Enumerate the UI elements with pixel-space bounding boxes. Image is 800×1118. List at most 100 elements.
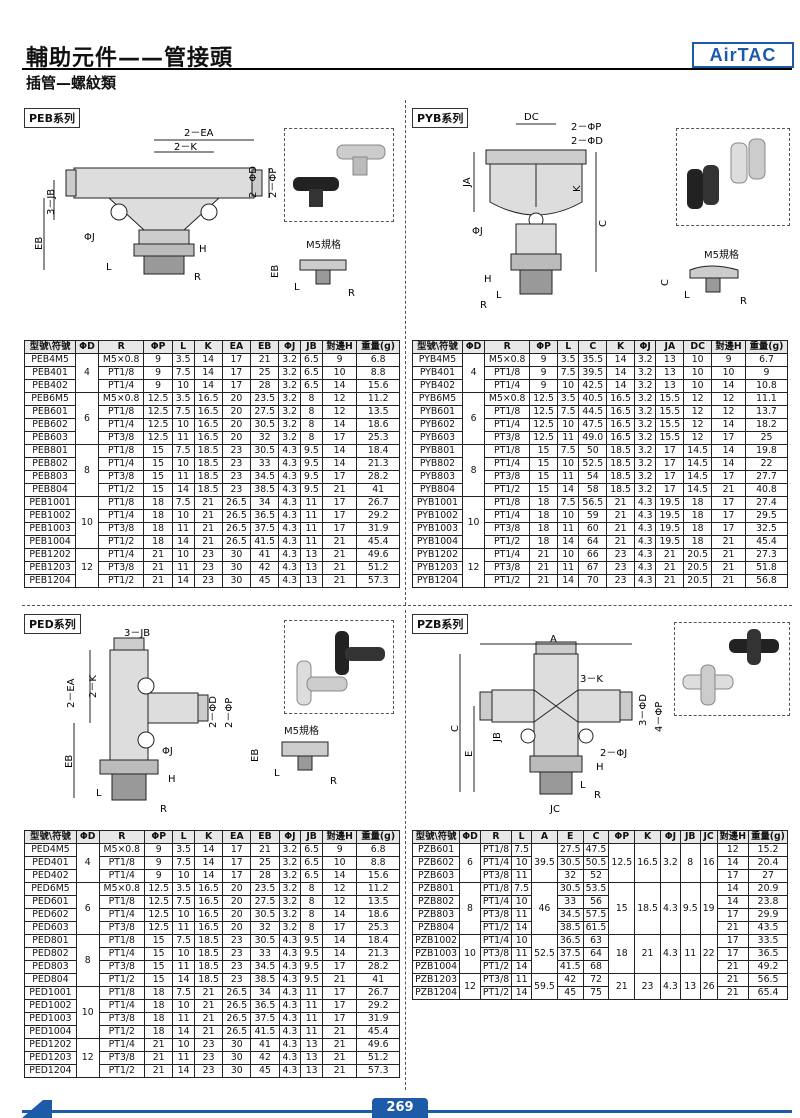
table-cell: 15 <box>144 973 174 987</box>
table-cell: 14 <box>606 366 635 380</box>
table-cell: 4.3 <box>278 470 302 484</box>
table-cell: 16.5 <box>193 895 224 909</box>
table-cell: 12.5 <box>144 908 174 922</box>
table-cell: 36.5 <box>250 999 280 1013</box>
table-cell: 58 <box>578 483 608 497</box>
table-cell: 34 <box>250 986 280 1000</box>
table-cell: 14 <box>321 379 358 393</box>
table-cell: PT3/8 <box>484 522 531 536</box>
table-cell: 10 <box>321 366 358 380</box>
table-cell: 17 <box>711 496 746 510</box>
table-cell: 30 <box>222 1038 252 1052</box>
table-cell: 10 <box>459 934 481 974</box>
table-cell: 4.3 <box>659 934 681 974</box>
table-cell: 19.5 <box>655 496 685 510</box>
table-cell: 9 <box>143 366 173 380</box>
table-cell: PT1/8 <box>98 895 146 909</box>
table-cell: 12 <box>461 548 486 588</box>
table-cell: 8 <box>300 405 323 419</box>
column-header: 重量(g) <box>356 830 400 844</box>
model-cell: PYB603 <box>412 431 463 445</box>
model-cell: PZB602 <box>411 856 461 870</box>
table-cell: 33 <box>250 457 280 471</box>
table-cell: 50.5 <box>582 856 610 870</box>
table-cell: 4.3 <box>278 483 302 497</box>
table-cell: 49.6 <box>356 548 400 562</box>
table-cell: 11.1 <box>745 392 788 406</box>
column-header: K <box>634 830 661 844</box>
table-cell: 15 <box>144 947 174 961</box>
table-cell: 4.3 <box>633 509 657 523</box>
table-cell: 14 <box>172 973 195 987</box>
table-cell: 16.5 <box>193 908 224 922</box>
table-cell: 11 <box>171 561 195 575</box>
table-cell: 14 <box>711 444 746 458</box>
pzb-dim-p: 4－ΦP <box>654 702 665 732</box>
table-cell: 21 <box>608 973 636 1000</box>
table-cell: 17 <box>321 921 358 935</box>
table-cell: PT1/4 <box>484 548 531 562</box>
table-cell: 12.5 <box>529 392 558 406</box>
table-cell: 18 <box>683 535 713 549</box>
table-cell: 8 <box>75 444 99 497</box>
table-cell: 21 <box>193 986 224 1000</box>
table-cell: 21 <box>321 561 358 575</box>
column-header: A <box>531 830 558 844</box>
table-cell: 3.2 <box>278 895 302 909</box>
pyb-dim-j: ΦJ <box>472 226 483 237</box>
column-header: JC <box>699 830 718 844</box>
model-cell: PEB1004 <box>23 535 77 549</box>
table-cell: 4.3 <box>278 548 302 562</box>
table-cell: 56.8 <box>745 574 788 588</box>
table-cell: 11 <box>171 470 195 484</box>
table-cell: 12.5 <box>529 405 558 419</box>
pyb-m5-label: M5規格 <box>704 250 739 261</box>
ped-m5-dim-r: R <box>330 776 337 787</box>
table-cell: 9 <box>143 379 173 393</box>
table-cell: 23 <box>221 457 252 471</box>
table-cell: 21 <box>193 522 223 536</box>
table-cell: 4.3 <box>278 1064 302 1078</box>
peb-dim-h: H <box>199 244 207 255</box>
model-cell: PED804 <box>24 973 77 987</box>
table-cell: 10 <box>683 353 713 367</box>
table-cell: 3.2 <box>278 856 302 870</box>
table-cell: 9 <box>529 366 558 380</box>
model-cell: PYB1003 <box>412 522 463 536</box>
table-cell: 10 <box>172 908 195 922</box>
table-cell: 18 <box>608 934 636 974</box>
table-cell: 18.5 <box>193 457 223 471</box>
column-header: ΦJ <box>633 340 657 354</box>
table-cell: 3.2 <box>659 843 681 883</box>
model-cell: PYB1203 <box>412 561 463 575</box>
table-cell: 12 <box>683 431 713 445</box>
table-cell: 15.5 <box>655 431 685 445</box>
table-cell: 9.5 <box>300 457 323 471</box>
table-cell: 11 <box>172 921 195 935</box>
table-cell: 12.5 <box>144 895 174 909</box>
table-cell: 23 <box>222 947 252 961</box>
table-cell: 21 <box>711 483 746 497</box>
table-cell: 4.3 <box>633 561 657 575</box>
section-divider-horizontal <box>22 605 792 606</box>
table-cell: 22 <box>745 457 788 471</box>
pyb-dim-c: C <box>598 220 609 227</box>
pzb-dim-j: 2－ΦJ <box>600 748 627 759</box>
ped-dim-k: 2－K <box>88 675 99 698</box>
table-cell: 7.5 <box>556 405 580 419</box>
model-cell: PED6M5 <box>24 882 77 896</box>
table-cell: 26.5 <box>221 522 252 536</box>
table-cell: 18.5 <box>193 444 223 458</box>
table-cell: 18.5 <box>193 947 224 961</box>
table-cell: 15 <box>608 882 636 935</box>
table-cell: 54 <box>578 470 608 484</box>
pyb-product-photo <box>676 128 790 226</box>
pzb-dim-c: C <box>450 725 461 732</box>
table-cell: 21 <box>321 1038 358 1052</box>
